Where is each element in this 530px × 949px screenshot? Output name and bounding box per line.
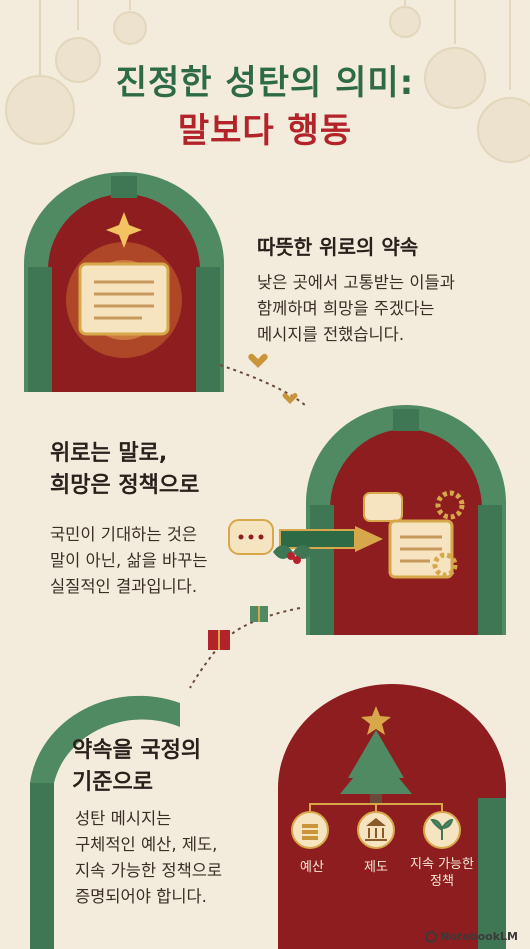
brand-footer: NotebookLM	[425, 930, 518, 943]
column-right	[478, 505, 502, 635]
section2-heading-line2: 희망은 정책으로	[50, 473, 200, 498]
arrow-icon	[355, 526, 383, 552]
ornament-ball	[477, 97, 530, 163]
notebooklm-logo-icon	[425, 931, 438, 943]
heart-icon	[282, 393, 298, 404]
pillar-label-policy: 지속 가능한 정책	[410, 857, 474, 889]
ornament-ball	[424, 47, 486, 109]
holly-icon	[273, 545, 313, 559]
section2-heading: 위로는 말로, 희망은 정책으로	[50, 438, 199, 502]
gear-icon	[432, 552, 458, 578]
ornament-decorations	[5, 0, 530, 163]
section2-heading-line1: 위로는 말로,	[50, 441, 168, 466]
pillar-label-institution: 제도	[364, 860, 388, 875]
ornament-ball	[113, 11, 147, 45]
transition-arrow	[228, 519, 383, 564]
brand-name: NotebookLM	[440, 930, 518, 943]
christmas-tree-icon	[340, 730, 412, 794]
pillar-label-budget: 예산	[300, 860, 324, 875]
arch-panel-3-left	[30, 695, 180, 949]
section3-heading-line1: 약속을 국정의	[72, 738, 202, 763]
page-title-line2: 말보다 행동	[177, 111, 353, 151]
speech-bubble-icon	[363, 492, 403, 522]
section3-heading: 약속을 국정의 기준으로	[72, 735, 201, 799]
star-icon	[106, 212, 142, 248]
column-right	[478, 798, 506, 949]
gear-icon	[435, 490, 465, 520]
heart-icon	[248, 353, 268, 368]
column-left	[310, 505, 334, 635]
keystone	[393, 409, 419, 431]
dotted-connector-1	[219, 353, 306, 406]
ornament-ball	[55, 37, 101, 83]
scroll-icon	[78, 262, 170, 336]
column-right	[196, 267, 220, 392]
arch-panel-3-right	[278, 684, 506, 949]
star-icon	[361, 706, 391, 735]
section1-body: 낮은 곳에서 고통받는 이들과 함께하며 희망을 주겠다는 메시지를 전했습니다…	[257, 273, 455, 344]
column-left	[28, 267, 52, 392]
arch-panel-2	[306, 405, 506, 635]
section1-heading: 따뜻한 위로의 약속	[257, 235, 419, 259]
arch-panel-1	[24, 172, 224, 392]
column-left	[30, 783, 54, 949]
page-title-line1: 진정한 성탄의 의미:	[115, 63, 415, 103]
section3-heading-line2: 기준으로	[72, 770, 153, 795]
ornament-ball	[389, 6, 421, 38]
ornament-ball	[5, 75, 75, 145]
section2-body: 국민이 기대하는 것은 말이 아닌, 삶을 바꾸는 실질적인 결과입니다.	[50, 525, 208, 596]
keystone	[111, 176, 137, 198]
section3-body: 성탄 메시지는 구체적인 예산, 제도, 지속 가능한 정책으로 증명되어야 합…	[75, 809, 223, 906]
film-strip	[279, 529, 356, 549]
dotted-connector-2	[189, 606, 301, 689]
